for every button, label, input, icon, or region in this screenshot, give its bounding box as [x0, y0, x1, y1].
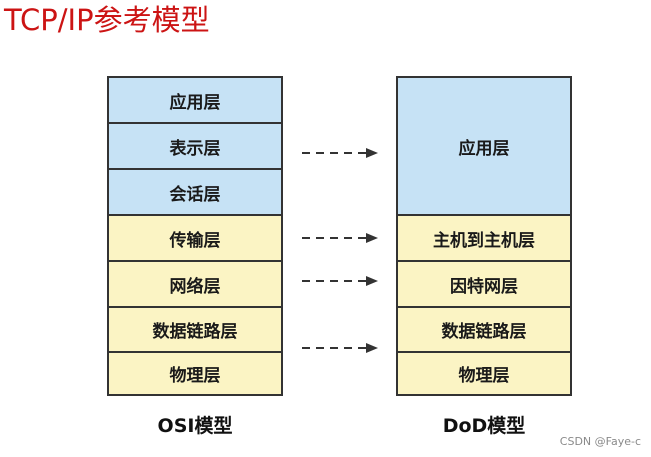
watermark: CSDN @Faye-c	[559, 435, 641, 448]
arrow-lower-layers	[302, 343, 378, 353]
dod-layer-data-link: 数据链路层	[398, 308, 570, 353]
dod-layer-application: 应用层	[398, 78, 570, 216]
dod-layer-host-to-host: 主机到主机层	[398, 216, 570, 262]
page-title: TCP/IP参考模型	[4, 3, 210, 37]
arrow-network	[302, 276, 378, 286]
osi-layer-data-link: 数据链路层	[109, 308, 281, 353]
osi-layer-session: 会话层	[109, 170, 281, 216]
osi-layer-network: 网络层	[109, 262, 281, 308]
arrow-transport	[302, 233, 378, 243]
dod-layer-physical: 物理层	[398, 353, 570, 394]
dod-model-caption: DoD模型	[442, 415, 526, 437]
osi-layer-presentation: 表示层	[109, 124, 281, 170]
osi-model-stack: 应用层 表示层 会话层 传输层 网络层 数据链路层 物理层	[107, 76, 283, 396]
osi-model-caption: OSI模型	[157, 415, 233, 437]
osi-layer-transport: 传输层	[109, 216, 281, 262]
osi-layer-application: 应用层	[109, 78, 281, 124]
arrow-upper-layers	[302, 148, 378, 158]
osi-layer-physical: 物理层	[109, 353, 281, 394]
dod-layer-internet: 因特网层	[398, 262, 570, 308]
dod-model-stack: 应用层 主机到主机层 因特网层 数据链路层 物理层	[396, 76, 572, 396]
